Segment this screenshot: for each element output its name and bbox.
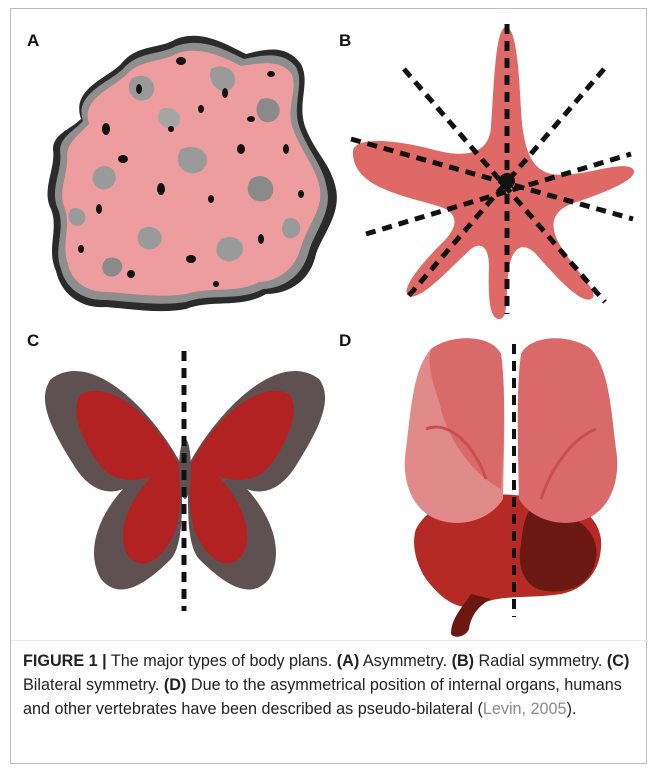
figure-frame: A B C D bbox=[10, 8, 647, 764]
caption-tag-c: (C) bbox=[607, 652, 629, 670]
organs-illustration bbox=[405, 338, 618, 636]
citation-link[interactable]: Levin, 2005 bbox=[483, 700, 567, 718]
butterfly-illustration bbox=[45, 351, 325, 611]
caption-separator bbox=[11, 640, 648, 641]
caption-tag-b: (B) bbox=[452, 652, 474, 670]
figure-illustrations bbox=[11, 9, 648, 639]
caption-intro: The major types of body plans. bbox=[107, 652, 337, 670]
figure-label: FIGURE 1 bbox=[23, 652, 98, 670]
caption-text-a: Asymmetry. bbox=[359, 652, 451, 670]
caption-end: ). bbox=[567, 700, 577, 718]
caption-tag-a: (A) bbox=[337, 652, 359, 670]
figure-caption: FIGURE 1 | The major types of body plans… bbox=[23, 649, 635, 721]
starfish-illustration bbox=[351, 24, 634, 319]
sponge-illustration bbox=[48, 36, 337, 311]
caption-tag-d: (D) bbox=[164, 676, 186, 694]
caption-text-c: Bilateral symmetry. bbox=[23, 676, 164, 694]
caption-text-b: Radial symmetry. bbox=[474, 652, 607, 670]
